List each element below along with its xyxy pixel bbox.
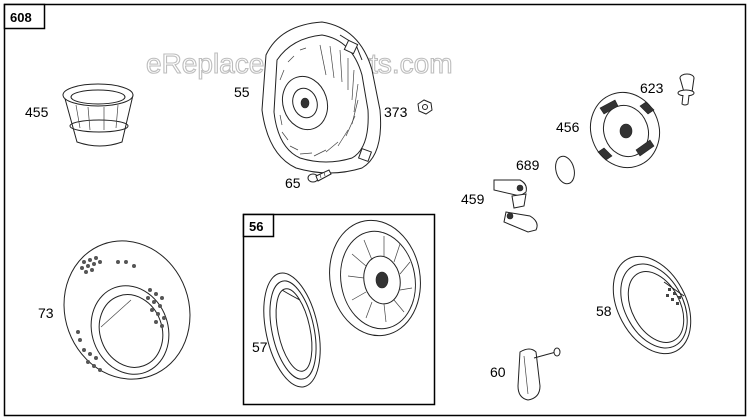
part-373-drawing bbox=[417, 99, 433, 115]
part-65-drawing bbox=[307, 169, 332, 183]
part-73-drawing bbox=[63, 240, 191, 380]
part-623-drawing bbox=[677, 73, 695, 106]
part-label-73: 73 bbox=[38, 305, 54, 321]
part-label-689: 689 bbox=[516, 157, 540, 173]
part-label-459: 459 bbox=[461, 191, 485, 207]
part-label-58: 58 bbox=[596, 303, 612, 319]
part-58-drawing bbox=[612, 255, 692, 355]
part-label-456: 456 bbox=[556, 119, 580, 135]
pulley-drawing bbox=[329, 219, 421, 337]
part-label-65: 65 bbox=[285, 175, 301, 191]
part-689-drawing bbox=[555, 155, 575, 185]
part-55-drawing bbox=[261, 21, 382, 174]
part-label-455: 455 bbox=[25, 104, 49, 120]
part-label-373: 373 bbox=[384, 104, 408, 120]
part-455-drawing bbox=[62, 83, 134, 147]
frame-label: 608 bbox=[10, 10, 32, 25]
part-label-623: 623 bbox=[640, 80, 664, 96]
part-label-60: 60 bbox=[490, 364, 506, 380]
part-456-drawing bbox=[590, 91, 660, 169]
sub-frame-label: 56 bbox=[249, 219, 263, 234]
sub-frame-label-box bbox=[242, 213, 275, 238]
sub-frame bbox=[242, 213, 436, 406]
part-60-drawing bbox=[517, 347, 561, 401]
part-label-57: 57 bbox=[252, 339, 268, 355]
frame-label-box bbox=[3, 3, 46, 30]
part-57-drawing bbox=[263, 272, 321, 388]
part-label-55: 55 bbox=[234, 84, 250, 100]
part-459-drawing bbox=[493, 179, 538, 233]
